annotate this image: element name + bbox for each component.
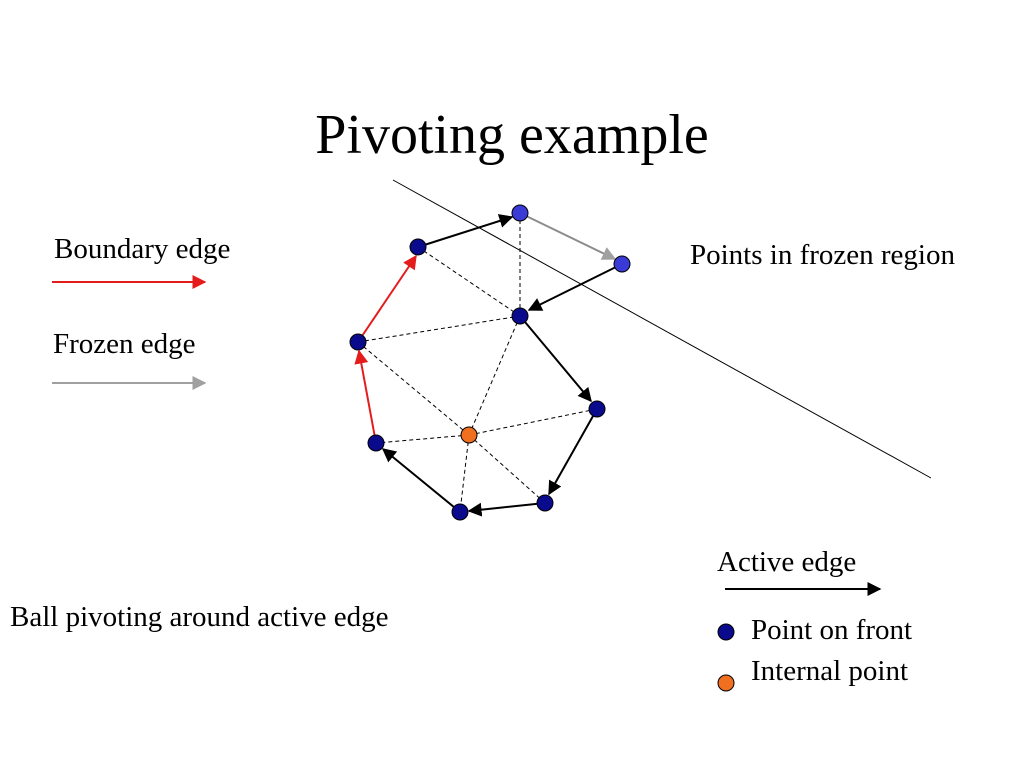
active-edge-arrow [467,502,546,517]
front-point [536,494,554,512]
boundary-edge-arrow [354,349,377,444]
front-point-legend-marker [717,623,735,641]
slide-title: Pivoting example [315,104,709,166]
mesh-edge [375,434,470,444]
frozen-point [613,255,631,273]
frozen-edge-arrow [519,212,617,260]
front-point [409,238,427,256]
mesh-edge [468,434,546,504]
mesh-edge [468,315,521,436]
active-edge-arrow [527,263,623,311]
frozen-edge-label: Frozen edge [53,328,196,360]
ball-pivoting-caption: Ball pivoting around active edge [10,601,389,633]
mesh-edge [459,434,470,513]
mesh-edge [417,246,521,317]
internal-point-label: Internal point [751,655,909,687]
front-point [451,503,469,521]
mesh-edge [468,408,598,436]
points [349,204,631,521]
frozen-region-boundary-line [392,179,932,479]
boundary-edge-label: Boundary edge [54,233,231,265]
boundary-edge-arrow [357,254,417,343]
frozen-region-label: Points in frozen region [690,239,955,271]
mesh-edges [357,213,598,513]
front-point [367,434,385,452]
front-point [511,307,529,325]
internal-point-legend-marker [717,674,735,692]
active-edge-label: Active edge [717,546,857,578]
internal-point [460,426,478,444]
point-on-front-label: Point on front [751,614,913,646]
mesh-edge [357,341,470,436]
active-edge-arrow [519,315,592,403]
active-edge-arrow [381,448,461,513]
frozen-point [511,204,529,222]
front-point [349,333,367,351]
front-point [588,400,606,418]
mesh-edge [357,315,521,343]
active-edge-arrow [417,214,514,248]
active-edge-arrow [548,408,598,496]
